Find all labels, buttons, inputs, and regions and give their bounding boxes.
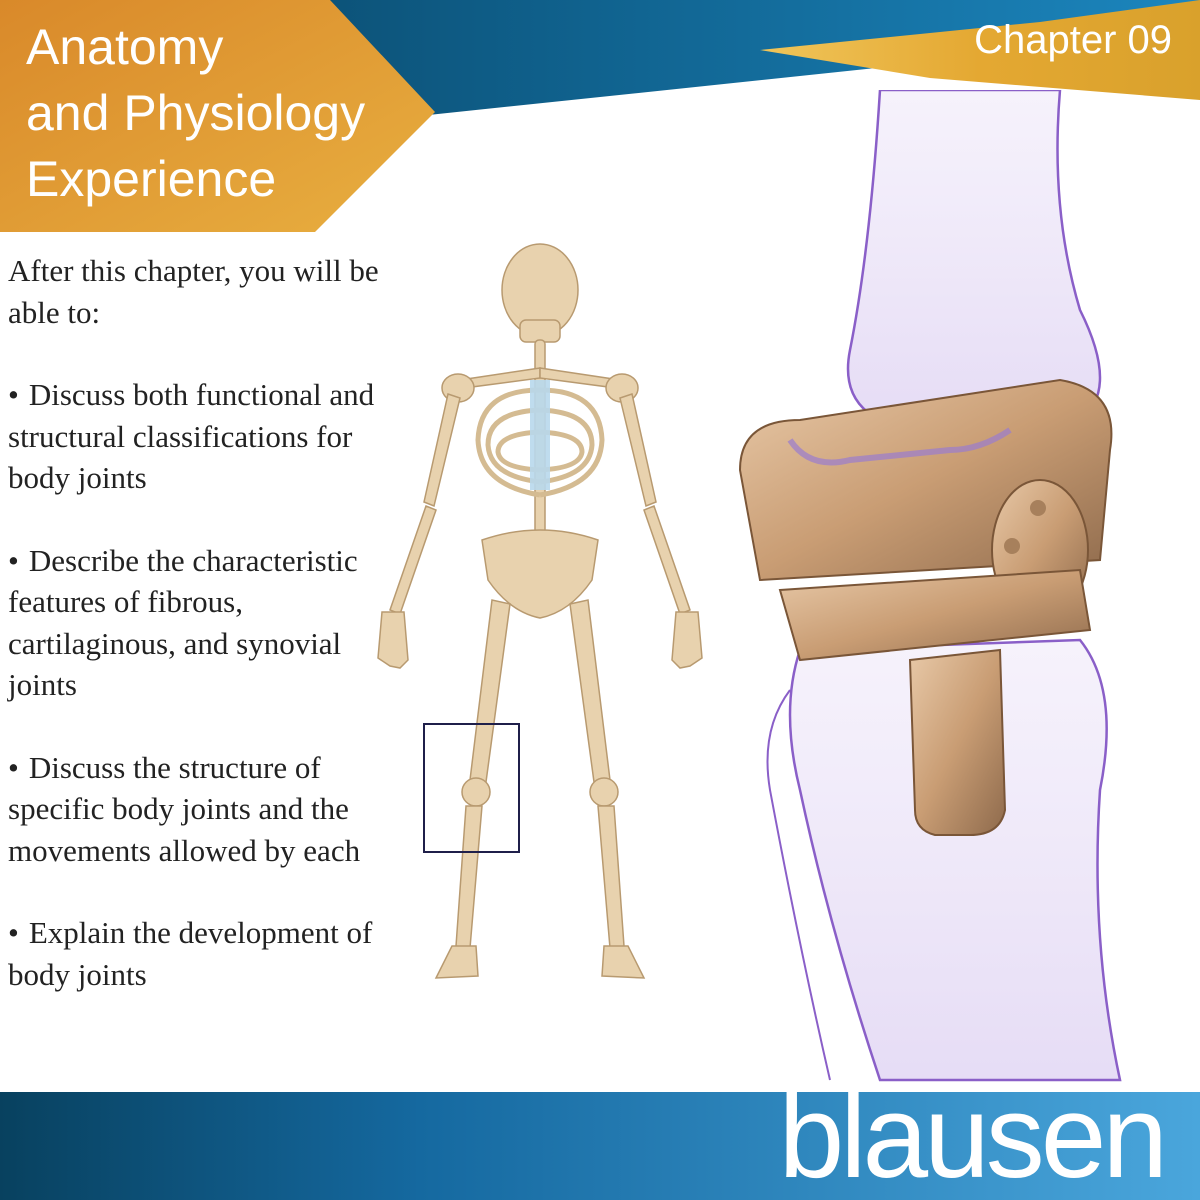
objective-item: •Discuss the structure of specific body … [8, 747, 408, 872]
objective-text: Describe the characteristic features of … [8, 542, 358, 703]
objectives-intro: After this chapter, you will be able to: [8, 253, 379, 330]
title-line-1: Anatomy [26, 19, 224, 75]
learning-objectives: After this chapter, you will be able to:… [8, 250, 408, 1036]
bullet: • [8, 377, 19, 412]
objective-text: Explain the development of body joints [8, 915, 373, 992]
footer-band [0, 1092, 1200, 1200]
title-line-3: Experience [26, 151, 277, 207]
objective-item: •Discuss both functional and structural … [8, 374, 408, 499]
knee-implant-illustration [738, 90, 1122, 1082]
objective-text: Discuss both functional and structural c… [8, 377, 375, 495]
objective-item: •Describe the characteristic features of… [8, 540, 408, 706]
chapter-label: Chapter 09 [974, 18, 1172, 62]
skeleton-illustration [377, 243, 703, 979]
brand-logo: blausen [778, 1071, 1168, 1200]
page-title: Anatomy and Physiology Experience [26, 14, 365, 212]
objective-item: •Explain the development of body joints [8, 912, 408, 995]
bullet: • [8, 542, 19, 578]
objective-text: Discuss the structure of specific body j… [8, 749, 361, 868]
bullet: • [8, 915, 19, 950]
bullet: • [8, 749, 19, 785]
title-line-2: and Physiology [26, 85, 366, 141]
header-banner [0, 0, 1200, 232]
